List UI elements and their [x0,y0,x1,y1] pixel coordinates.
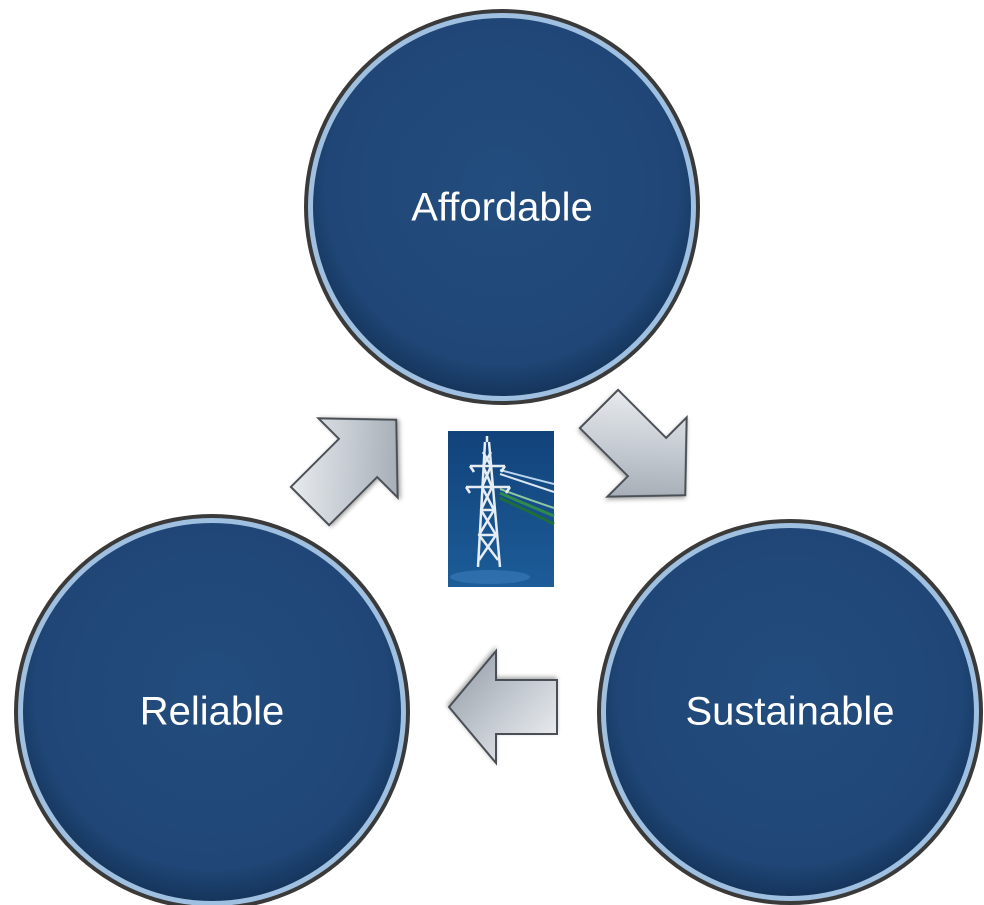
node-reliable: Reliable [14,514,410,905]
arrow-reliable-to-affordable [289,417,399,527]
node-reliable-label: Reliable [140,690,285,734]
arrow-sustainable-to-reliable-shape [447,648,558,766]
power-lines [499,469,555,526]
power-transmission-tower-icon [448,431,555,587]
tower-structure [464,436,512,568]
arrow-reliable-to-affordable-shape [289,417,399,527]
tower-reflection [450,570,530,584]
arrow-affordable-to-sustainable [578,388,688,498]
node-affordable-label: Affordable [411,186,593,230]
arrow-sustainable-to-reliable [447,648,558,766]
node-reliable-circle [23,523,401,901]
node-affordable-circle [313,18,691,396]
node-affordable: Affordable [304,9,700,405]
arrow-affordable-to-sustainable-shape [578,388,688,498]
node-sustainable: Sustainable [597,519,983,905]
node-sustainable-circle [606,528,974,896]
node-sustainable-label: Sustainable [685,690,894,734]
